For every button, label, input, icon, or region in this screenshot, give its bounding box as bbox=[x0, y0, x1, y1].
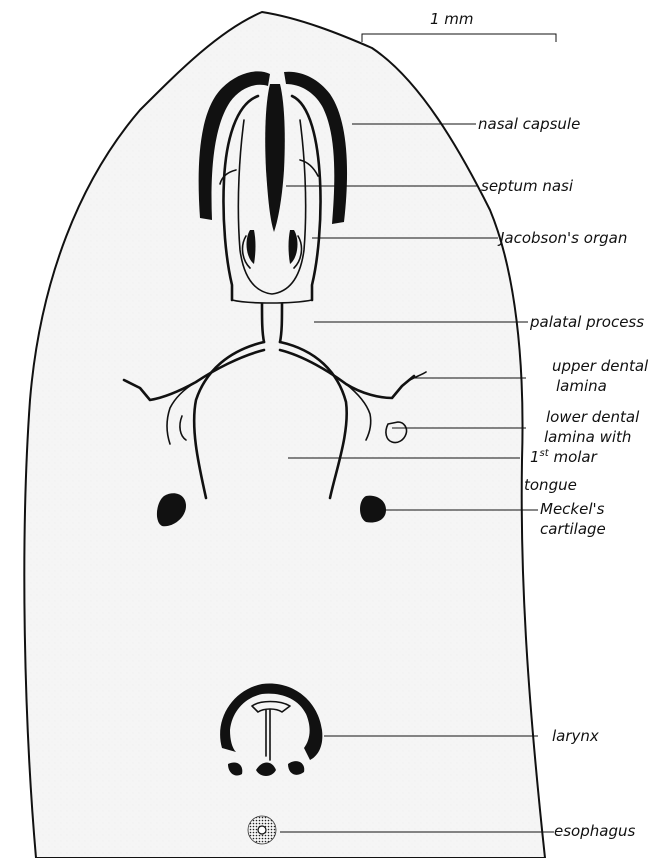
label-upper-dental-lamina-line1: upper dental bbox=[552, 357, 649, 375]
label-meckels-line2: cartilage bbox=[540, 520, 606, 538]
label-esophagus: esophagus bbox=[554, 822, 635, 840]
label-tongue: tongue bbox=[524, 476, 577, 494]
scale-bar: 1 mm bbox=[362, 10, 556, 42]
label-larynx: larynx bbox=[552, 727, 599, 745]
label-jacobsons-organ: Jacobson's organ bbox=[497, 229, 627, 247]
scale-bar-label: 1 mm bbox=[430, 10, 474, 28]
label-nasal-capsule: nasal capsule bbox=[478, 115, 580, 133]
label-first-molar: 1st molar bbox=[530, 448, 598, 466]
esophagus bbox=[248, 816, 276, 844]
label-upper-dental-lamina-line2: lamina bbox=[556, 377, 607, 395]
label-palatal-process: palatal process bbox=[529, 313, 644, 331]
label-septum-nasi: septum nasi bbox=[481, 177, 574, 195]
label-lower-dental-lamina-line1: lower dental bbox=[546, 408, 640, 426]
label-meckels-line1: Meckel's bbox=[540, 500, 605, 518]
label-first-molar-number: 1 bbox=[530, 448, 540, 466]
label-lower-dental-lamina-line2: lamina with bbox=[544, 428, 631, 446]
label-first-molar-word: molar bbox=[549, 448, 598, 466]
